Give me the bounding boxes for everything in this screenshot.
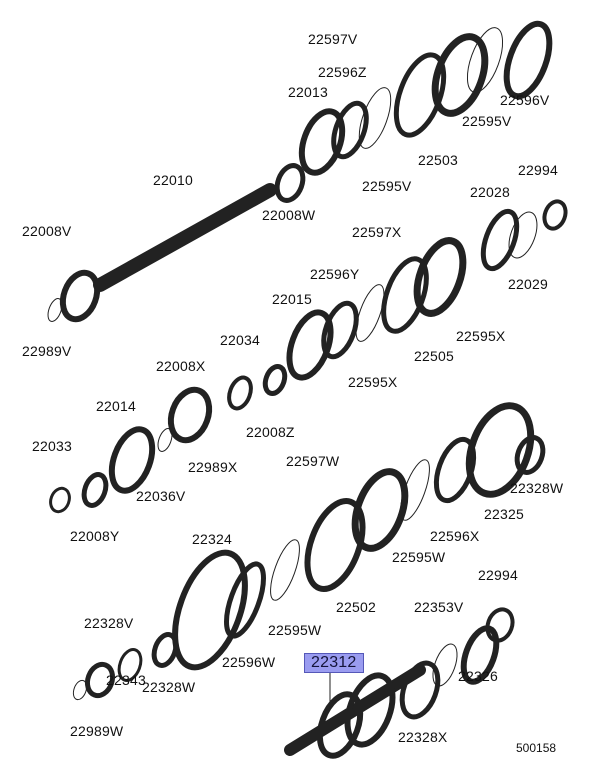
- part-label[interactable]: 22013: [288, 84, 328, 100]
- part-label[interactable]: 22036V: [136, 488, 186, 504]
- part-label[interactable]: 22595X: [348, 374, 398, 390]
- highlighted-part-label[interactable]: 22312: [304, 653, 364, 673]
- part-outline: [286, 309, 334, 381]
- part-label[interactable]: 22343: [106, 672, 146, 688]
- part-outline: [262, 363, 288, 397]
- part-label[interactable]: 22029: [508, 276, 548, 292]
- part-outline: [433, 436, 477, 504]
- part-outline: [270, 539, 300, 601]
- part-label[interactable]: 22595W: [268, 622, 322, 638]
- part-label[interactable]: 22014: [96, 398, 136, 414]
- part-label[interactable]: 22008Y: [70, 528, 120, 544]
- part-label[interactable]: 22989X: [188, 459, 238, 475]
- part-outline: [393, 52, 447, 138]
- part-label[interactable]: 22597W: [286, 453, 340, 469]
- part-outline: [431, 33, 489, 117]
- part-outline: [413, 237, 467, 317]
- part-label[interactable]: 22596Z: [318, 64, 367, 80]
- part-outline: [542, 199, 568, 231]
- part-label[interactable]: 22595V: [362, 178, 412, 194]
- part-label[interactable]: 22596V: [500, 92, 550, 108]
- part-label[interactable]: 22328V: [84, 615, 134, 631]
- part-outline: [351, 468, 409, 552]
- part-label[interactable]: 22015: [272, 291, 312, 307]
- part-outline: [151, 632, 179, 668]
- part-outline: [508, 211, 538, 259]
- part-label[interactable]: 22595X: [456, 328, 506, 344]
- part-label[interactable]: 22328X: [398, 729, 448, 745]
- part-label[interactable]: 22989W: [70, 723, 124, 739]
- part-outline: [480, 208, 520, 272]
- part-outline: [399, 660, 441, 720]
- part-label[interactable]: 22010: [153, 172, 193, 188]
- part-label[interactable]: 22596X: [430, 528, 480, 544]
- part-label[interactable]: 22502: [336, 599, 376, 615]
- part-label[interactable]: 22008V: [22, 223, 72, 239]
- part-outline: [298, 108, 346, 176]
- part-label[interactable]: 22595V: [462, 113, 512, 129]
- input-shaft: [93, 183, 277, 292]
- part-label[interactable]: 22324: [192, 531, 232, 547]
- part-label[interactable]: 22008Z: [246, 424, 295, 440]
- part-outline: [167, 386, 213, 444]
- part-outline: [274, 163, 306, 203]
- part-label[interactable]: 22597V: [308, 31, 358, 47]
- part-label[interactable]: 22033: [32, 438, 72, 454]
- part-label[interactable]: 22994: [518, 162, 558, 178]
- diagram-code: 500158: [516, 741, 557, 755]
- part-label[interactable]: 22328W: [142, 679, 196, 695]
- part-label[interactable]: 22326: [458, 668, 498, 684]
- part-label[interactable]: 22008W: [262, 207, 316, 223]
- output-shaft: [284, 664, 426, 756]
- part-label[interactable]: 22034: [220, 332, 260, 348]
- part-outline: [84, 661, 116, 699]
- part-outline: [503, 20, 553, 100]
- part-label[interactable]: 22596Y: [310, 266, 360, 282]
- part-label[interactable]: 22989V: [22, 343, 72, 359]
- part-outline: [304, 498, 366, 592]
- part-outline: [59, 269, 101, 323]
- part-outline: [81, 472, 109, 508]
- part-label[interactable]: 22008X: [156, 358, 206, 374]
- part-label[interactable]: 22325: [484, 506, 524, 522]
- part-outline: [72, 679, 88, 701]
- part-label[interactable]: 22503: [418, 152, 458, 168]
- part-outline: [227, 375, 253, 411]
- part-outline: [47, 298, 63, 322]
- part-outline: [172, 549, 248, 671]
- part-label[interactable]: 22328W: [510, 480, 564, 496]
- part-label[interactable]: 22994: [478, 567, 518, 583]
- part-outline: [344, 672, 396, 748]
- part-outline: [460, 625, 500, 685]
- part-label[interactable]: 22596W: [222, 654, 276, 670]
- part-label[interactable]: 22353V: [414, 599, 464, 615]
- part-outline: [316, 691, 364, 759]
- part-outline: [381, 256, 429, 334]
- part-outline: [117, 648, 143, 682]
- part-label[interactable]: 22028: [470, 184, 510, 200]
- part-outline: [465, 402, 535, 498]
- part-outline: [49, 486, 71, 514]
- part-outline: [157, 428, 173, 452]
- part-label[interactable]: 22505: [414, 348, 454, 364]
- part-label[interactable]: 22595W: [392, 549, 446, 565]
- part-outline: [331, 100, 369, 160]
- part-outline: [108, 426, 156, 494]
- part-outline: [485, 607, 515, 643]
- part-label[interactable]: 22597X: [352, 224, 402, 240]
- part-outline: [321, 300, 359, 360]
- part-outline: [355, 284, 385, 342]
